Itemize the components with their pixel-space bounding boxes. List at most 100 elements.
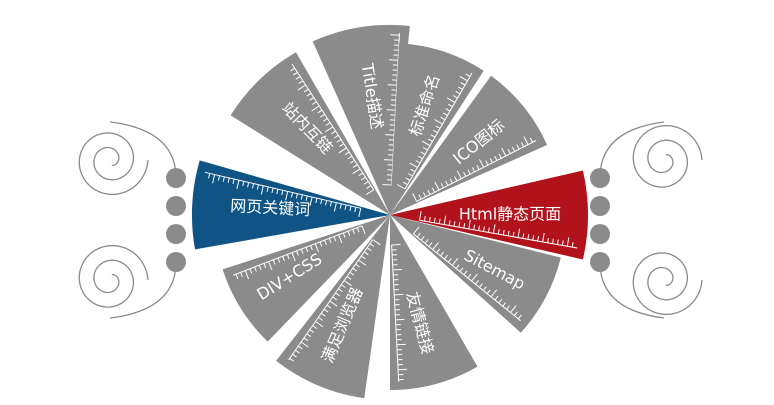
ruler-tick <box>217 175 220 181</box>
ruler-tick <box>412 193 418 202</box>
ruler-tick <box>449 178 453 184</box>
connector-curve <box>109 121 177 179</box>
ruler-tick <box>405 177 411 181</box>
ruler-line <box>419 219 578 249</box>
right-ornament <box>590 121 703 319</box>
ruler-tick <box>483 226 485 232</box>
ruler-tick <box>325 122 331 126</box>
ruler-tick <box>453 221 456 227</box>
ruler-tick <box>317 109 323 114</box>
ruler-tick <box>343 280 352 287</box>
ruler-tick <box>328 238 332 244</box>
ruler-ticks <box>290 67 374 196</box>
ruler-tick <box>512 231 515 237</box>
ruler-line <box>416 140 537 202</box>
ruler-ticks <box>391 244 408 381</box>
ruler-tick <box>352 229 355 235</box>
ruler-tick <box>363 251 369 256</box>
ornament-dot <box>590 224 610 244</box>
ruler-tick <box>421 140 431 147</box>
ruler-tick <box>566 237 570 247</box>
ruler-tick <box>396 184 406 190</box>
ruler-tick <box>344 204 347 210</box>
ruler-tick <box>520 142 525 148</box>
ruler-tick <box>290 192 294 198</box>
ruler-tick <box>455 264 460 269</box>
ruler-tick <box>338 288 343 293</box>
fan-blade: ICO图标 <box>390 75 548 215</box>
ruler-tick <box>513 311 518 317</box>
fan-blade: 友情链接 <box>390 215 478 390</box>
ruler-tick <box>332 296 337 301</box>
ruler-ticks <box>289 239 381 362</box>
ruler-tick <box>463 171 467 177</box>
ruler-ticks <box>382 34 400 186</box>
blade-label: 网页关键词 <box>230 196 311 219</box>
ruler-tick <box>303 337 309 342</box>
ruler-tick <box>434 181 440 191</box>
ruler-tick <box>309 196 313 206</box>
ruler-tick <box>475 279 479 285</box>
ruler-ticks <box>396 73 471 190</box>
ruler-tick <box>571 242 574 248</box>
ruler-tick <box>428 242 433 247</box>
ruler-tick <box>485 160 489 166</box>
ruler-tick <box>488 227 490 233</box>
ruler-tick <box>346 275 352 280</box>
ruler-tick <box>479 159 485 168</box>
ruler-line <box>404 72 473 190</box>
ruler-tick <box>442 112 448 116</box>
ruler-tick <box>329 300 338 307</box>
ruler-tick <box>208 173 211 179</box>
blade-shape <box>390 75 548 215</box>
ruler-tick <box>433 217 436 223</box>
ruler-line <box>204 171 361 209</box>
ruler-tick <box>276 188 279 195</box>
ruler-tick <box>247 182 250 188</box>
blade-shape <box>276 215 390 399</box>
ruler-tick <box>290 67 295 72</box>
ruler-tick <box>292 71 298 76</box>
ruler-tick <box>383 159 393 161</box>
ruler-tick <box>463 270 468 276</box>
ruler-tick <box>300 194 303 200</box>
ruler-tick <box>312 325 317 329</box>
ruler-tick <box>320 199 323 205</box>
ruler-tick <box>347 155 353 160</box>
ruler-tick <box>311 105 320 112</box>
ruler-tick <box>338 147 347 154</box>
ruler-ticks <box>419 211 574 248</box>
blade-shape <box>222 215 390 342</box>
ruler-ticks <box>208 173 362 218</box>
ornament-dot <box>590 196 610 216</box>
ruler-tick <box>296 250 299 256</box>
ornament-dot <box>590 252 610 272</box>
blade-shape <box>230 52 390 216</box>
ruler-tick <box>512 146 516 152</box>
ruler-tick <box>369 243 375 247</box>
spiral-ornament <box>632 124 703 188</box>
ruler-tick <box>315 321 324 328</box>
ruler-tick <box>325 126 334 133</box>
ruler-tick <box>285 191 289 201</box>
ruler-tick <box>446 97 456 103</box>
ruler-tick <box>324 239 327 245</box>
ruler-tick <box>432 129 438 134</box>
ruler-tick <box>363 181 369 185</box>
ruler-tick <box>517 228 521 238</box>
ruler-line <box>391 244 400 382</box>
spiral-ornament <box>632 252 703 316</box>
ruler-tick <box>537 236 540 242</box>
ruler-tick <box>335 292 340 297</box>
ruler-tick <box>424 239 429 244</box>
ruler-tick <box>516 144 520 150</box>
ruler-tick <box>479 283 483 288</box>
ruler-tick <box>325 200 328 206</box>
ornaments <box>78 121 703 319</box>
ruler-tick <box>490 289 498 298</box>
ruler-tick <box>494 155 498 161</box>
ruler-tick <box>315 197 318 204</box>
ruler-tick <box>455 90 461 95</box>
ruler-tick <box>227 177 230 183</box>
ruler-tick <box>440 116 446 121</box>
